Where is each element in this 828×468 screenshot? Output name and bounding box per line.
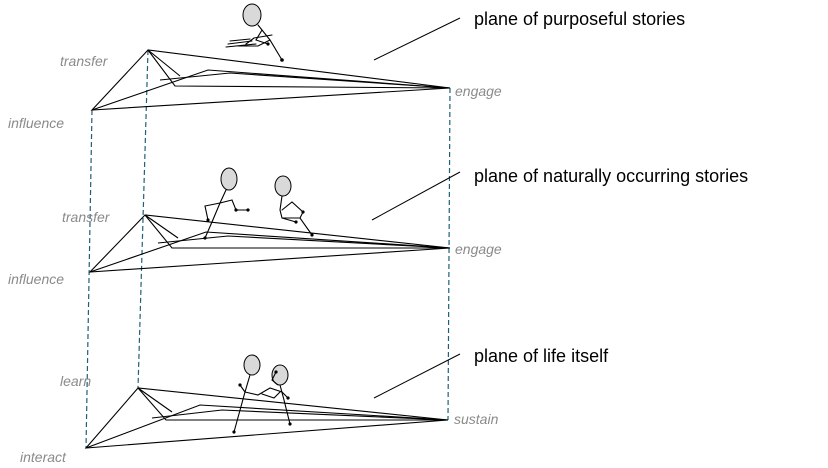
plane-label: plane of naturally occurring stories: [474, 166, 748, 186]
plane-triangle-bottom: [84, 387, 449, 449]
corner-label-right: engage: [455, 241, 502, 257]
reading-figure: [225, 3, 284, 62]
plane-life-itself: learn interact sustain plane of life its…: [20, 346, 609, 465]
corner-label-back: transfer: [60, 53, 109, 69]
corner-label-front: influence: [8, 271, 64, 287]
corner-label-right: engage: [455, 83, 502, 99]
corner-label-back: learn: [60, 373, 91, 389]
plane-label: plane of purposeful stories: [474, 9, 685, 29]
left-post: [85, 109, 93, 449]
plane-leader-line: [371, 171, 461, 221]
figure-head-left: [243, 354, 261, 376]
corner-label-front: influence: [8, 115, 64, 131]
plane-naturally-occurring-stories: transfer influence engage plane of natur…: [8, 166, 748, 287]
plane-triangle-top: [90, 49, 451, 111]
corner-label-back: transfer: [62, 209, 111, 225]
plane-leader-line: [373, 17, 461, 61]
plane-purposeful-stories: transfer influence engage plane of purpo…: [8, 3, 685, 131]
standing-figure-left: [203, 167, 250, 240]
middle-post: [137, 49, 149, 389]
figure-head: [242, 3, 262, 27]
corner-label-front: interact: [20, 449, 67, 465]
right-post: [447, 87, 451, 421]
interacting-figures: [232, 354, 292, 434]
plane-label: plane of life itself: [474, 346, 609, 366]
plane-leader-line: [373, 353, 461, 399]
sitting-figure-right: [274, 175, 314, 237]
plane-triangle-middle: [88, 214, 451, 273]
corner-label-right: sustain: [454, 411, 499, 427]
figure-head: [274, 175, 292, 197]
figure-head: [220, 167, 238, 191]
